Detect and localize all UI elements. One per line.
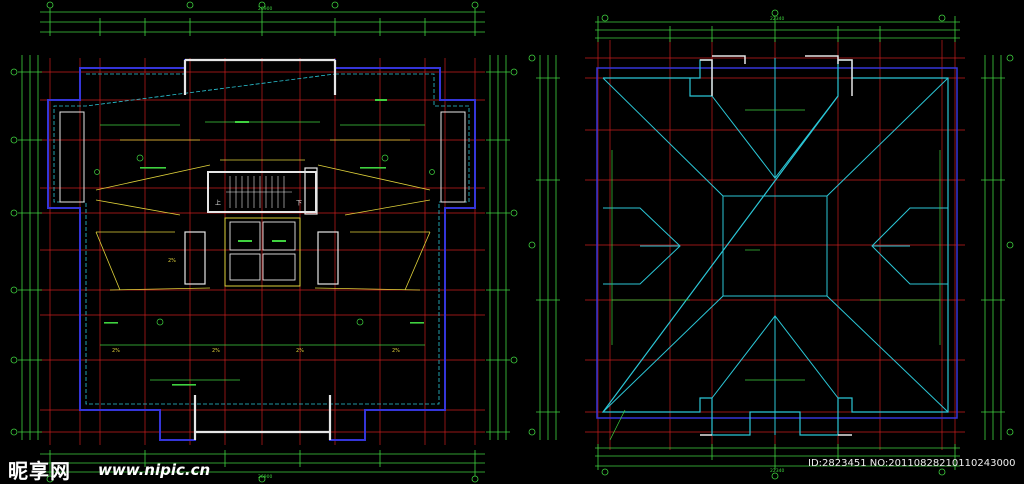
right-dimension-lines — [536, 16, 1005, 470]
right-axis-bubbles — [528, 9, 1014, 480]
watermark-logo: 昵享网 — [8, 459, 71, 483]
right-roof-plan — [528, 9, 1014, 480]
left-walls — [47, 58, 476, 441]
left-stair-core — [184, 167, 339, 287]
left-annotation-marks — [104, 99, 424, 386]
right-roof-ridges — [602, 58, 949, 435]
left-floor-plan — [10, 1, 518, 483]
left-dimension-lines — [18, 8, 510, 476]
right-inner-dims — [609, 109, 941, 441]
left-drain-lines — [95, 139, 431, 291]
watermark-url: www.nipic.cn — [98, 461, 211, 479]
left-windows — [79, 67, 446, 380]
left-green-details — [94, 121, 435, 381]
watermark-id: ID:2823451 NO:20110828210110243000 — [808, 458, 1016, 469]
right-roof-outline — [596, 55, 958, 436]
left-axis-bubbles — [10, 1, 518, 483]
